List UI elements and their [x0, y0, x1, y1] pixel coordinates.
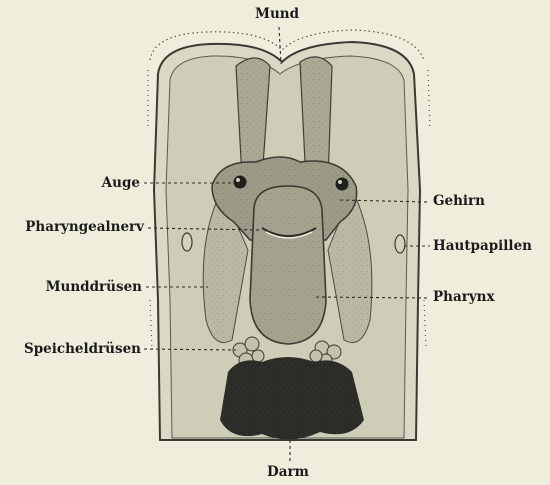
left-eye [234, 176, 247, 189]
label-munddruesen: Munddrüsen [30, 281, 142, 295]
label-pharynx: Pharynx [433, 291, 495, 305]
label-gehirn: Gehirn [433, 195, 485, 209]
label-auge: Auge [90, 177, 140, 191]
label-speicheldruesen: Speicheldrüsen [8, 343, 141, 357]
label-hautpapillen: Hautpapillen [433, 240, 532, 254]
label-pharyngealnerv: Pharyngealnerv [6, 221, 144, 235]
label-mund: Mund [255, 8, 299, 22]
right-eye [336, 178, 349, 191]
label-darm: Darm [267, 466, 309, 480]
